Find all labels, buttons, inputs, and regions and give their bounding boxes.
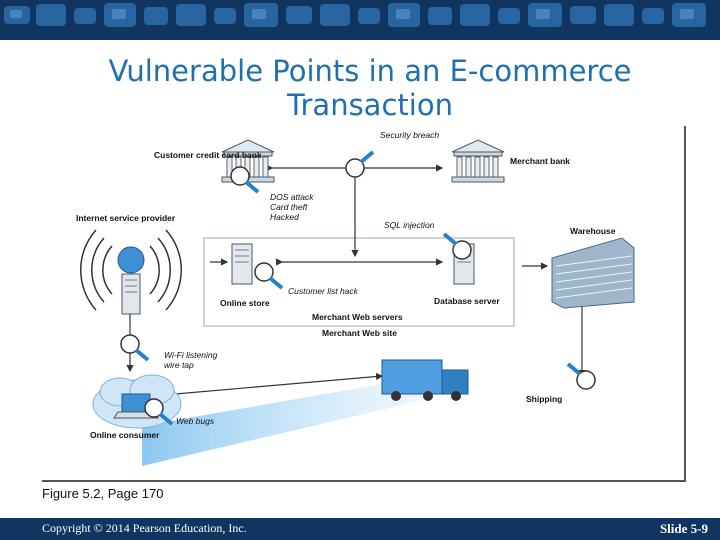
magnifier-icon — [144, 398, 174, 426]
magnifier-icon — [230, 166, 260, 194]
copyright-text: Copyright © 2014 Pearson Education, Inc. — [42, 521, 247, 535]
label-card-theft: Card theft — [270, 202, 308, 212]
isp-server-icon — [79, 229, 183, 315]
slide-title: Vulnerable Points in an E-commerce Trans… — [108, 54, 632, 122]
label-wire-tap: wire tap — [164, 360, 194, 370]
magnifier-icon — [120, 334, 150, 362]
figure-caption: Figure 5.2, Page 170 — [42, 486, 164, 501]
server-icon — [231, 243, 253, 285]
label-security-breach: Security breach — [380, 130, 439, 140]
label-merchant-servers: Merchant Web servers — [312, 312, 403, 322]
diagram-canvas: Customer credit card bank Merchant bank … — [76, 130, 635, 466]
label-dos-attack: DOS attack — [270, 192, 314, 202]
label-web-bugs: Web bugs — [176, 416, 215, 426]
label-isp: Internet service provider — [76, 213, 176, 223]
warehouse-icon — [551, 237, 635, 309]
magnifier-icon — [254, 262, 284, 290]
label-merchant-bank: Merchant bank — [510, 156, 570, 166]
top-banner — [0, 0, 720, 40]
magnifier-icon — [566, 362, 596, 390]
magnifier-icon — [442, 232, 472, 260]
slide-number: Slide 5-9 — [659, 521, 708, 536]
diagram-figure: Customer credit card bank Merchant bank … — [42, 126, 686, 482]
label-shipping: Shipping — [526, 394, 562, 404]
magnifier-icon — [345, 150, 375, 178]
banner-pattern — [0, 0, 720, 40]
label-merchant-site: Merchant Web site — [322, 328, 397, 338]
label-warehouse: Warehouse — [570, 226, 616, 236]
truck-icon — [381, 359, 469, 401]
footer-bar: Copyright © 2014 Pearson Education, Inc.… — [0, 518, 720, 540]
label-online-consumer: Online consumer — [90, 430, 160, 440]
truck-beam — [142, 384, 432, 466]
merchant-site-box — [203, 237, 515, 327]
label-wifi: Wi-Fi listening — [164, 350, 218, 360]
bank-icon — [451, 139, 505, 183]
label-sql-injection: SQL injection — [384, 220, 435, 230]
label-customer-list-hack: Customer list hack — [288, 286, 359, 296]
label-customer-bank: Customer credit card bank — [154, 150, 262, 160]
label-hacked: Hacked — [270, 212, 299, 222]
label-online-store: Online store — [220, 298, 270, 308]
label-database-server: Database server — [434, 296, 500, 306]
